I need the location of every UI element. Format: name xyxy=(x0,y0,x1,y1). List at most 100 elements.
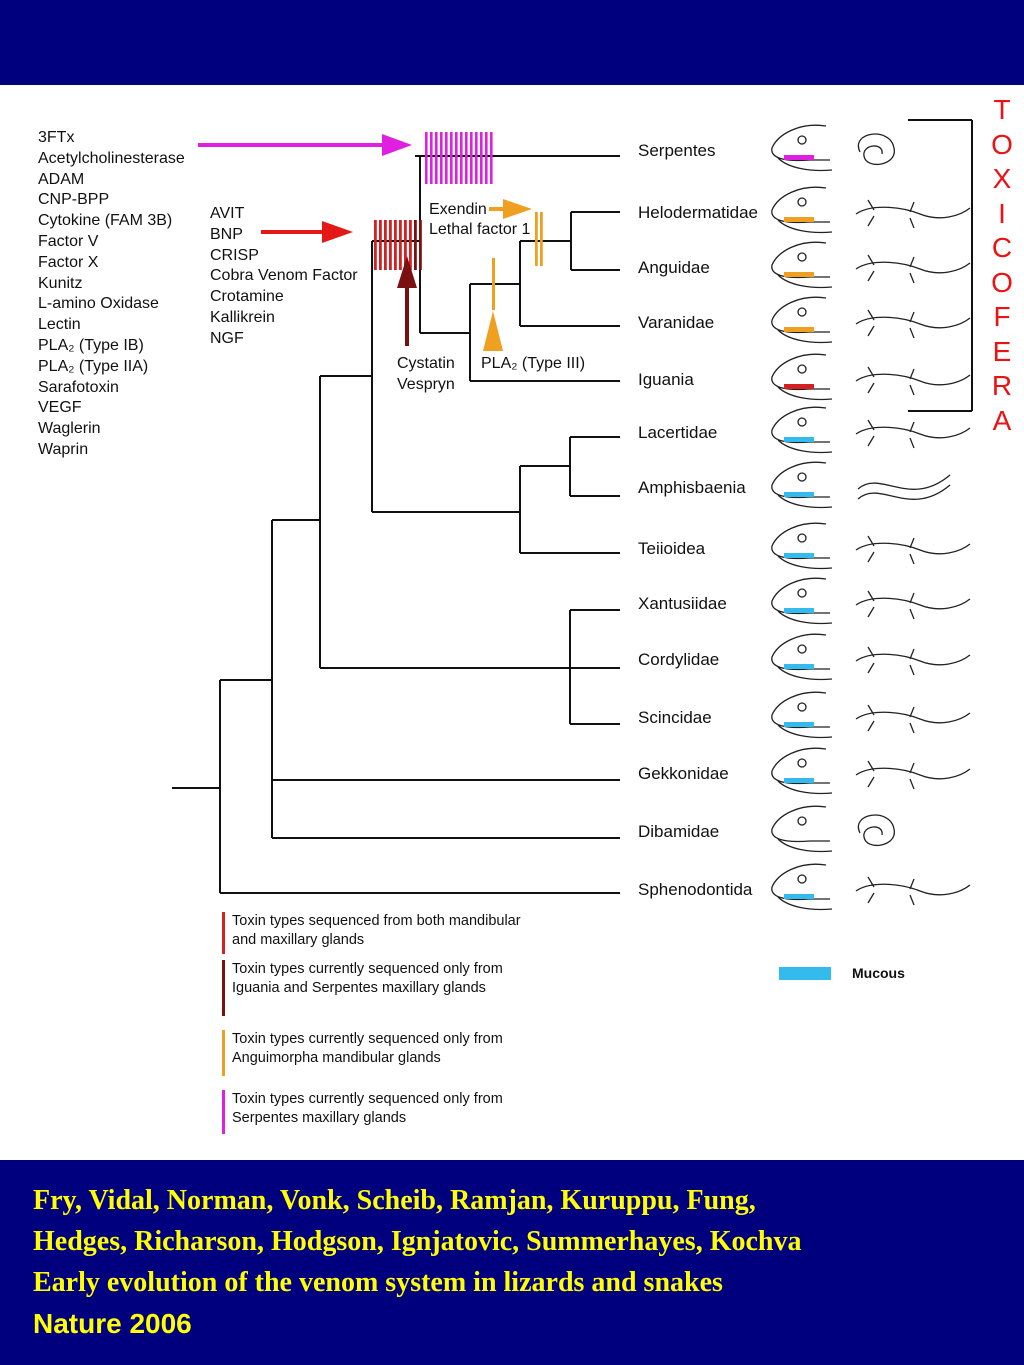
eye-sketch xyxy=(797,758,807,768)
eye-sketch xyxy=(797,252,807,262)
body-sketch-lizard xyxy=(855,206,971,219)
eye-sketch xyxy=(797,135,807,145)
toxin-item: Sarafotoxin xyxy=(38,378,119,396)
taxon-helodermatidae: Helodermatidae xyxy=(638,203,759,222)
head-sketch xyxy=(771,186,830,224)
gland-marker xyxy=(784,272,814,277)
eye-sketch xyxy=(797,364,807,374)
anguimorpha-stripe xyxy=(535,212,538,266)
legs-sketch xyxy=(867,590,915,620)
legs-sketch xyxy=(867,876,915,906)
toxin-item: PLA₂ (Type IB) xyxy=(38,336,144,354)
gland-marker xyxy=(784,217,814,222)
taxon-scincidae: Scincidae xyxy=(638,708,712,727)
head-sketch xyxy=(771,241,830,279)
toxicofera-toxin-item: Kallikrein xyxy=(210,308,275,326)
eye-sketch xyxy=(797,702,807,712)
toxin-item: Cytokine (FAM 3B) xyxy=(38,212,173,230)
serpentes-toxin-stripe xyxy=(440,132,443,184)
taxon-iguania: Iguania xyxy=(638,370,694,389)
toxicofera-letter: I xyxy=(998,197,1006,229)
head-sketch xyxy=(771,296,830,334)
jaw-sketch xyxy=(777,555,833,570)
head-sketch xyxy=(771,863,830,901)
jaw-sketch xyxy=(777,666,833,681)
toxicofera-toxin-item: Crotamine xyxy=(210,288,284,306)
legs-sketch xyxy=(867,704,915,734)
legend-iguania-serpentes: Toxin types currently sequenced only fro… xyxy=(222,960,522,1016)
arrow-pla2-head xyxy=(483,311,503,351)
gland-marker xyxy=(784,553,814,558)
head-sketch xyxy=(771,406,830,444)
toxin-item: Waglerin xyxy=(38,420,101,438)
serpentes-toxin-stripe xyxy=(465,132,468,184)
taxon-teiioidea: Teiioidea xyxy=(638,539,706,558)
arrow-avit-head xyxy=(322,221,353,243)
head-sketch xyxy=(771,805,830,843)
legs-sketch xyxy=(867,535,915,565)
body-sketch-lizard xyxy=(855,426,971,439)
toxicofera-letter: E xyxy=(992,335,1012,367)
serpentes-toxin-stripe xyxy=(430,132,433,184)
serpentes-toxin-stripe xyxy=(475,132,478,184)
taxon-varanidae: Varanidae xyxy=(638,313,715,332)
toxicofera-letter: R xyxy=(991,370,1013,401)
legend-text: Toxin types currently sequenced only fro… xyxy=(232,1091,503,1126)
taxon-sphenodontida: Sphenodontida xyxy=(638,880,753,899)
legend-bar-dark-red xyxy=(222,960,225,1016)
serpentes-toxin-stripe xyxy=(455,132,458,184)
legend-bar-orange xyxy=(222,1030,225,1076)
arrow-3ftx-head xyxy=(382,134,412,156)
toxicofera-letter: O xyxy=(991,266,1013,298)
anguimorpha-stripe xyxy=(492,258,495,310)
eye-sketch xyxy=(797,197,807,207)
body-sketch-amphisbaenian xyxy=(857,484,951,500)
exendin-label: Exendin xyxy=(429,201,487,218)
lethal-factor-label: Lethal factor 1 xyxy=(429,221,531,238)
toxicofera-toxin-item: Cobra Venom Factor xyxy=(210,267,358,285)
gland-marker xyxy=(784,155,814,160)
head-sketch xyxy=(771,691,830,729)
iguania-serpentes-stripe xyxy=(419,220,422,270)
toxicofera-toxin-stripe xyxy=(389,220,392,270)
legend-both-glands: Toxin types sequenced from both mandibul… xyxy=(222,912,522,954)
toxicofera-letter: T xyxy=(993,94,1011,125)
toxin-item: PLA₂ (Type IIA) xyxy=(38,357,149,375)
legend-text: Toxin types sequenced from both mandibul… xyxy=(232,913,521,948)
legend-text: Toxin types currently sequenced only fro… xyxy=(232,961,503,996)
toxin-item: Lectin xyxy=(38,316,81,334)
serpentes-toxin-stripe xyxy=(445,132,448,184)
toxin-item: VEGF xyxy=(38,399,82,417)
gland-marker xyxy=(784,778,814,783)
jaw-sketch xyxy=(777,610,833,625)
iguania-serpentes-stripe xyxy=(414,220,417,270)
body-sketch-lizard xyxy=(855,373,971,386)
toxicofera-toxin-item: CRISP xyxy=(210,246,259,264)
toxin-item: ADAM xyxy=(38,170,85,188)
arrow-exendin-head xyxy=(503,199,532,219)
citation-authors-2: Hedges, Richarson, Hodgson, Ignjatovic, … xyxy=(33,1226,802,1257)
taxon-serpentes: Serpentes xyxy=(638,141,716,160)
body-sketch-lizard xyxy=(855,883,971,896)
pla2-type3-label: PLA₂ (Type III) xyxy=(481,355,586,372)
gland-marker xyxy=(784,608,814,613)
gland-marker xyxy=(784,722,814,727)
toxicofera-toxin-stripe xyxy=(404,220,407,270)
body-sketch-coiled xyxy=(857,814,895,847)
legend-serpentes: Toxin types currently sequenced only fro… xyxy=(222,1090,522,1134)
toxicofera-toxin-stripe xyxy=(394,220,397,270)
legs-sketch xyxy=(867,419,915,449)
jaw-sketch xyxy=(777,896,833,911)
body-sketch-amphisbaenian xyxy=(857,474,951,490)
jaw-sketch xyxy=(777,157,833,172)
toxin-item: Factor X xyxy=(38,253,99,271)
toxicofera-letter: F xyxy=(993,301,1011,332)
mucous-swatch xyxy=(779,967,831,980)
head-sketch xyxy=(771,353,830,391)
body-sketch-lizard xyxy=(855,597,971,610)
eye-sketch xyxy=(797,417,807,427)
body-sketch-lizard xyxy=(855,767,971,780)
legend-bar-red xyxy=(222,912,225,954)
serpentes-toxin-stripe xyxy=(485,132,488,184)
